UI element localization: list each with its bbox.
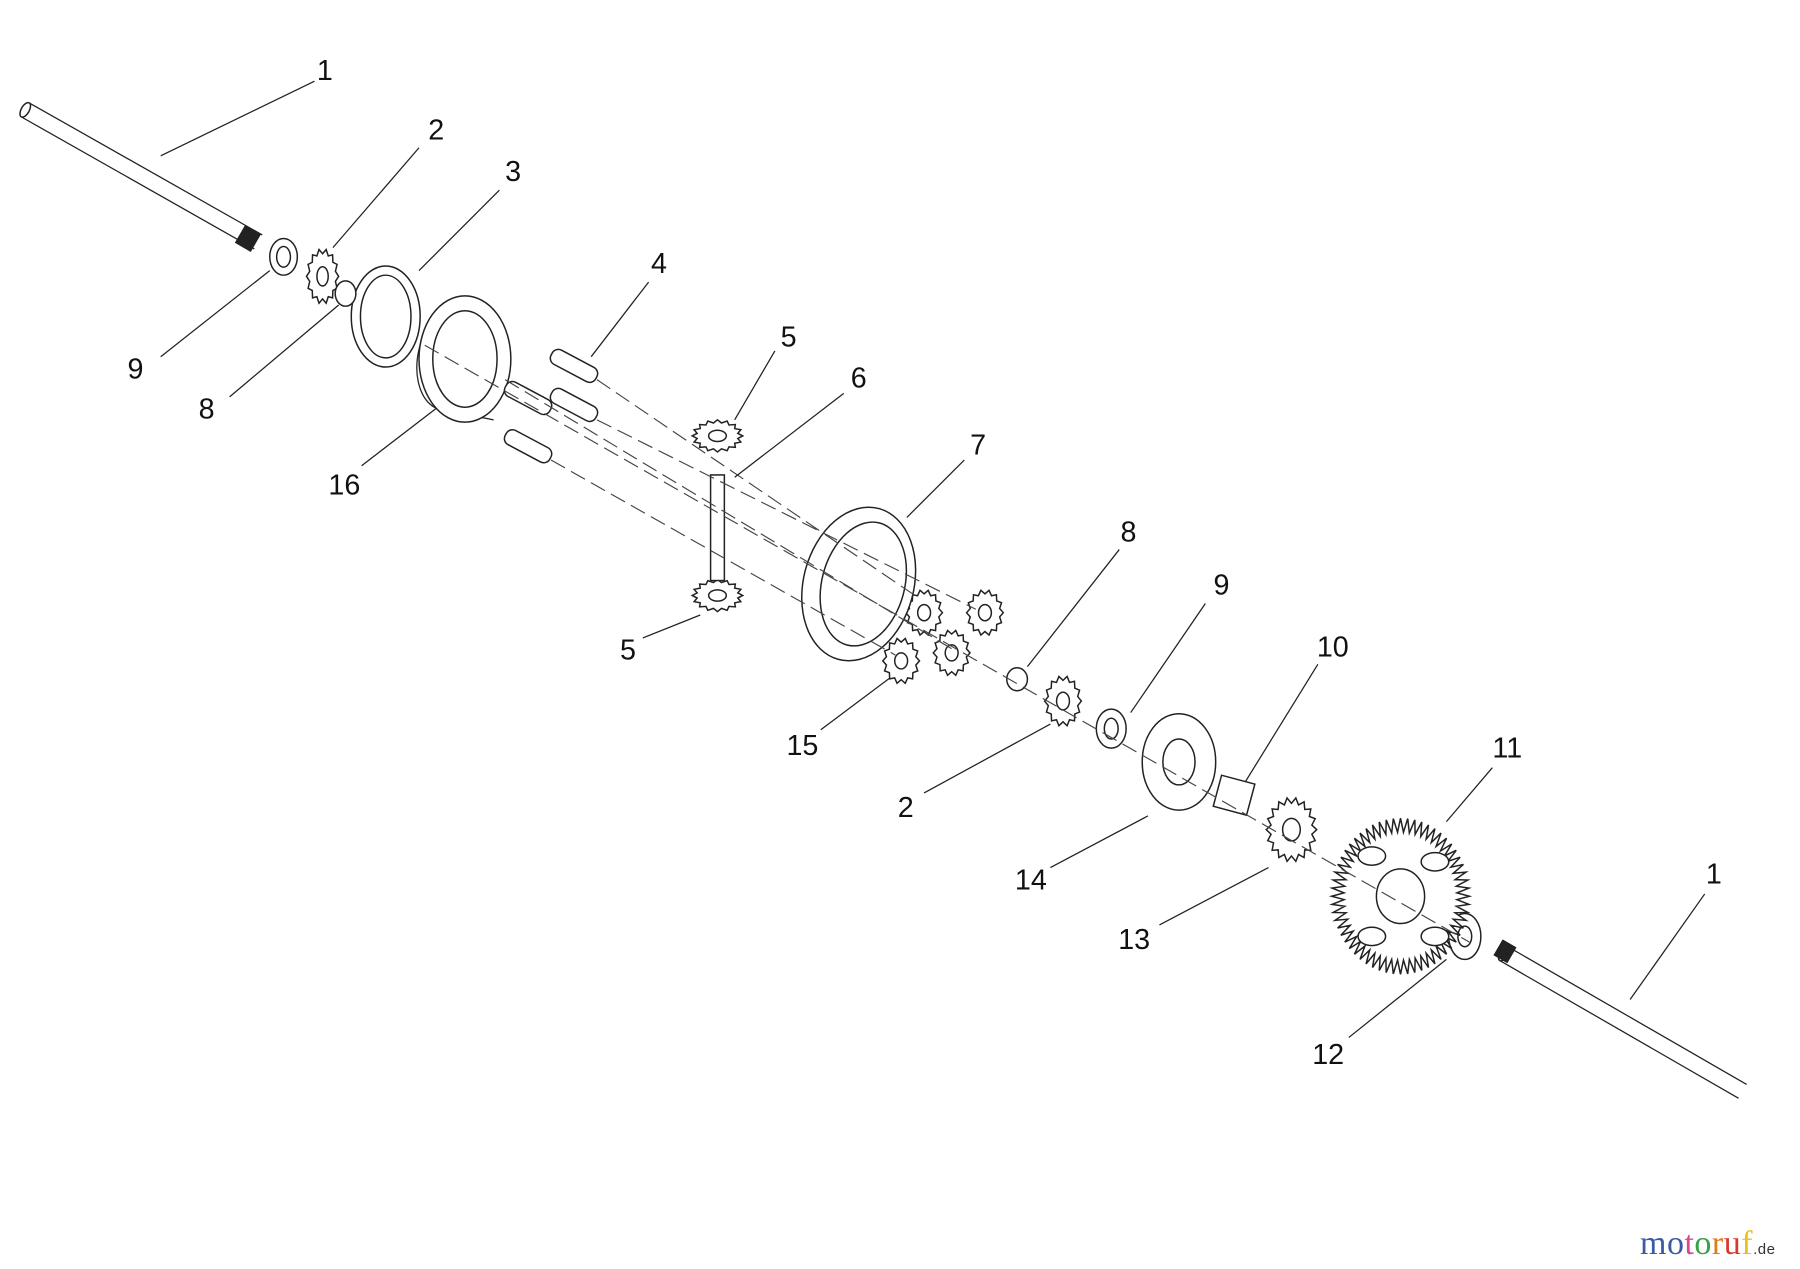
watermark-letter: m <box>1640 1225 1667 1262</box>
thrust-washer-hole <box>275 245 292 268</box>
watermark-word: motoruf <box>1640 1225 1753 1262</box>
callout-number: 3 <box>505 156 521 188</box>
planet-pin <box>549 387 599 423</box>
callout-leader-line <box>734 350 776 421</box>
callout-leader-line <box>1244 664 1319 782</box>
callout-number: 2 <box>898 792 914 824</box>
watermark-logo: motoruf.de <box>1640 1225 1775 1263</box>
bull-gear-window <box>1357 846 1387 866</box>
nut <box>334 280 357 307</box>
assembly-centerline <box>596 419 977 610</box>
callout-leader-line <box>1159 866 1269 926</box>
callout-leader-line <box>229 304 340 398</box>
watermark-letter: o <box>1666 1225 1685 1262</box>
callout-number: 16 <box>328 469 360 501</box>
planet-gear-bore <box>977 603 993 622</box>
bull-gear-window <box>1357 926 1387 947</box>
callout-leader-line <box>332 147 420 249</box>
bushing <box>1212 774 1256 817</box>
callout-leader-line <box>642 614 701 639</box>
left-axle-shaft <box>20 102 263 250</box>
planet-gear-bore <box>944 644 959 662</box>
right-shaft-spline <box>1493 939 1517 964</box>
callout-leader-line <box>418 189 500 272</box>
planet-pin <box>503 428 553 464</box>
parts-artwork <box>19 101 1747 1099</box>
callout-leader-line <box>1445 767 1493 823</box>
callout-leader-line <box>906 459 965 518</box>
callout-number: 12 <box>1312 1039 1344 1071</box>
callout-leader-line <box>734 392 845 478</box>
callout-leader-line <box>361 407 437 467</box>
thrust-washer-hole <box>1457 925 1473 948</box>
callout-leader-line <box>1130 603 1206 713</box>
side-gear-bore <box>1055 691 1071 711</box>
callout-leader-line <box>1348 958 1447 1038</box>
assembly-centerline <box>424 344 1470 943</box>
assembly-centerline <box>550 459 896 656</box>
callout-leader-line <box>160 270 271 358</box>
planet-gear-bore <box>916 603 932 622</box>
callout-leader-line <box>1629 893 1706 1000</box>
callout-number: 1 <box>1706 859 1722 891</box>
callout-number: 6 <box>851 363 867 395</box>
bevel-pinion-bottom-bore <box>707 589 728 602</box>
bevel-pinion-top-bore <box>707 429 728 443</box>
planet-pin <box>503 380 553 416</box>
bull-gear-window <box>1420 926 1450 947</box>
left-axle-shaft-end <box>19 101 32 118</box>
assembly-centerline <box>504 379 954 650</box>
callout-number: 7 <box>970 429 986 461</box>
watermark-letter: u <box>1723 1225 1742 1262</box>
callout-leader-line <box>160 80 315 157</box>
callout-number: 9 <box>1213 569 1229 601</box>
callout-leader-line <box>923 723 1051 794</box>
nut <box>1006 667 1029 692</box>
right-axle-shaft <box>1499 946 1747 1099</box>
watermark-letter: f <box>1741 1225 1754 1262</box>
callout-leader-line <box>1026 549 1120 668</box>
callout-number: 15 <box>786 730 818 762</box>
planet-gear-bore <box>893 652 909 670</box>
callout-leader-line <box>590 281 650 358</box>
watermark-letter: r <box>1711 1225 1724 1262</box>
callout-number: 9 <box>127 354 143 386</box>
bull-gear-window <box>1420 851 1450 872</box>
watermark-letter: t <box>1684 1225 1695 1262</box>
bull-gear-bore <box>1375 868 1426 925</box>
callout-number: 8 <box>1120 517 1136 549</box>
watermark-letter: o <box>1694 1225 1712 1262</box>
assembly-centerline <box>596 379 919 599</box>
callout-number: 14 <box>1015 864 1047 896</box>
callout-number: 13 <box>1118 924 1150 956</box>
callout-number: 8 <box>199 394 215 426</box>
callout-number: 5 <box>781 321 797 353</box>
housing-ring-hole <box>359 274 412 359</box>
thrust-washer-hole <box>1103 717 1119 740</box>
callout-number: 4 <box>651 248 667 280</box>
watermark-tld: .de <box>1753 1241 1776 1258</box>
differential-housing-bore <box>432 310 498 408</box>
callout-number: 11 <box>1492 732 1522 764</box>
cross-pin <box>709 474 726 582</box>
callout-number: 1 <box>317 55 333 87</box>
callout-number: 5 <box>620 635 636 667</box>
left-shaft-spline <box>234 224 262 252</box>
side-gear-bore <box>316 265 329 287</box>
callout-number: 10 <box>1317 631 1349 663</box>
planet-pin <box>549 348 599 384</box>
spacer-washer-hole <box>1162 738 1196 786</box>
callout-leader-line <box>1050 815 1149 869</box>
callout-leader-line <box>820 677 891 731</box>
callout-number: 2 <box>428 115 444 147</box>
